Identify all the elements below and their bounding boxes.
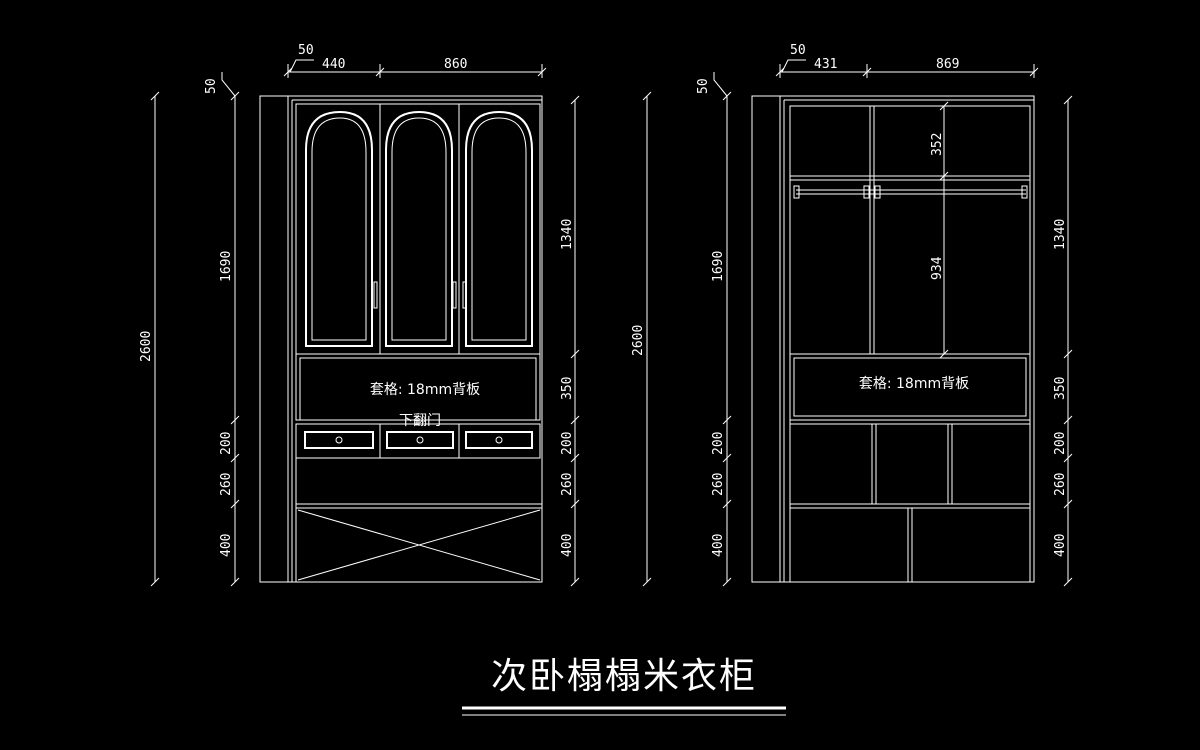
left-dim-top-offset: 50 [204, 78, 219, 94]
right-rod-bracket-3 [874, 185, 881, 199]
right-rdim-350: 350 [1053, 377, 1068, 400]
right-rod-bracket-4 [1021, 185, 1028, 199]
right-rdim-200: 200 [1053, 432, 1068, 455]
left-door-handle-2 [452, 281, 457, 309]
left-door-handle-1 [373, 281, 378, 309]
left-arched-door-2 [385, 110, 453, 347]
left-door-handle-3 [462, 281, 467, 309]
right-inner-dim-hanging: 934 [930, 256, 945, 280]
left-shelf-label: 套格: 18mm背板 [370, 382, 480, 398]
left-rdim-260: 260 [560, 473, 575, 496]
right-shelf-label: 套格: 18mm背板 [859, 376, 969, 392]
right-open-shelf-inner [793, 357, 1027, 417]
left-dim-upper: 1690 [219, 251, 234, 282]
left-arched-door-1 [305, 110, 373, 347]
left-drawer-3 [465, 431, 533, 449]
right-inner-dim-top: 352 [930, 133, 945, 156]
right-top-dim-offset: 50 [790, 43, 806, 58]
right-rdim-260: 260 [1053, 473, 1068, 496]
right-cubby-row [789, 419, 1031, 505]
right-hanging-section [789, 105, 1031, 355]
left-top-dim-side: 440 [322, 57, 345, 72]
left-dim-400: 400 [219, 534, 234, 557]
left-drawer-knob-3 [495, 436, 503, 444]
left-arched-door-3 [465, 110, 533, 347]
left-elevation: 套格: 18mm背板 下翻门 50 440 86 [139, 43, 580, 587]
right-lower-section [789, 503, 1031, 583]
right-inner-dimensions: 352 934 [930, 101, 949, 359]
right-top-dimensions: 50 431 869 [775, 43, 1039, 78]
left-dim-260: 260 [219, 473, 234, 496]
left-rdim-350: 350 [560, 377, 575, 400]
left-left-dimensions: 2600 50 1690 200 260 400 [139, 72, 240, 587]
right-rdim-upper: 1340 [1053, 219, 1068, 250]
left-drawer-1 [304, 431, 374, 449]
left-dim-200: 200 [219, 432, 234, 455]
left-open-shelf-inner [299, 357, 537, 421]
left-top-dim-main: 860 [444, 57, 467, 72]
left-rdim-400: 400 [560, 534, 575, 557]
left-top-dimensions: 50 440 860 [283, 43, 547, 78]
left-cabinet-outline [259, 95, 543, 583]
left-dim-total: 2600 [139, 331, 154, 362]
right-cabinet-outline [751, 95, 1035, 583]
right-right-dimensions: 1340 350 200 260 400 [1053, 95, 1073, 587]
left-base-cross-2 [297, 509, 541, 581]
left-drawer-2 [386, 431, 454, 449]
left-drawer-knob-1 [335, 436, 343, 444]
left-rdim-upper: 1340 [560, 219, 575, 250]
left-door-frame [295, 103, 541, 355]
right-dim-top-offset: 50 [696, 78, 711, 94]
right-top-dim-main: 869 [936, 57, 959, 72]
right-dim-total: 2600 [631, 325, 646, 356]
left-drawer-row [295, 423, 541, 459]
drawing-title: 次卧榻榻米衣柜 [491, 656, 757, 697]
right-elevation: 352 934 套格: 18mm背板 50 431 [631, 43, 1073, 587]
left-drawer-knob-2 [416, 436, 424, 444]
right-top-dim-side: 431 [814, 57, 837, 72]
right-dim-200: 200 [711, 432, 726, 455]
right-dim-400: 400 [711, 534, 726, 557]
left-right-dimensions: 1340 350 200 260 400 [560, 95, 580, 587]
right-rod-bracket-2 [863, 185, 870, 199]
right-left-dimensions: 2600 50 1690 200 260 400 [631, 72, 732, 587]
right-rdim-400: 400 [1053, 534, 1068, 557]
right-dim-upper: 1690 [711, 251, 726, 282]
left-flap-door-label: 下翻门 [399, 413, 441, 429]
right-dim-260: 260 [711, 473, 726, 496]
right-rod-bracket-1 [793, 185, 800, 199]
left-rdim-200: 200 [560, 432, 575, 455]
drawing-title-block: 次卧榻榻米衣柜 [462, 656, 786, 716]
left-top-dim-offset: 50 [298, 43, 314, 58]
